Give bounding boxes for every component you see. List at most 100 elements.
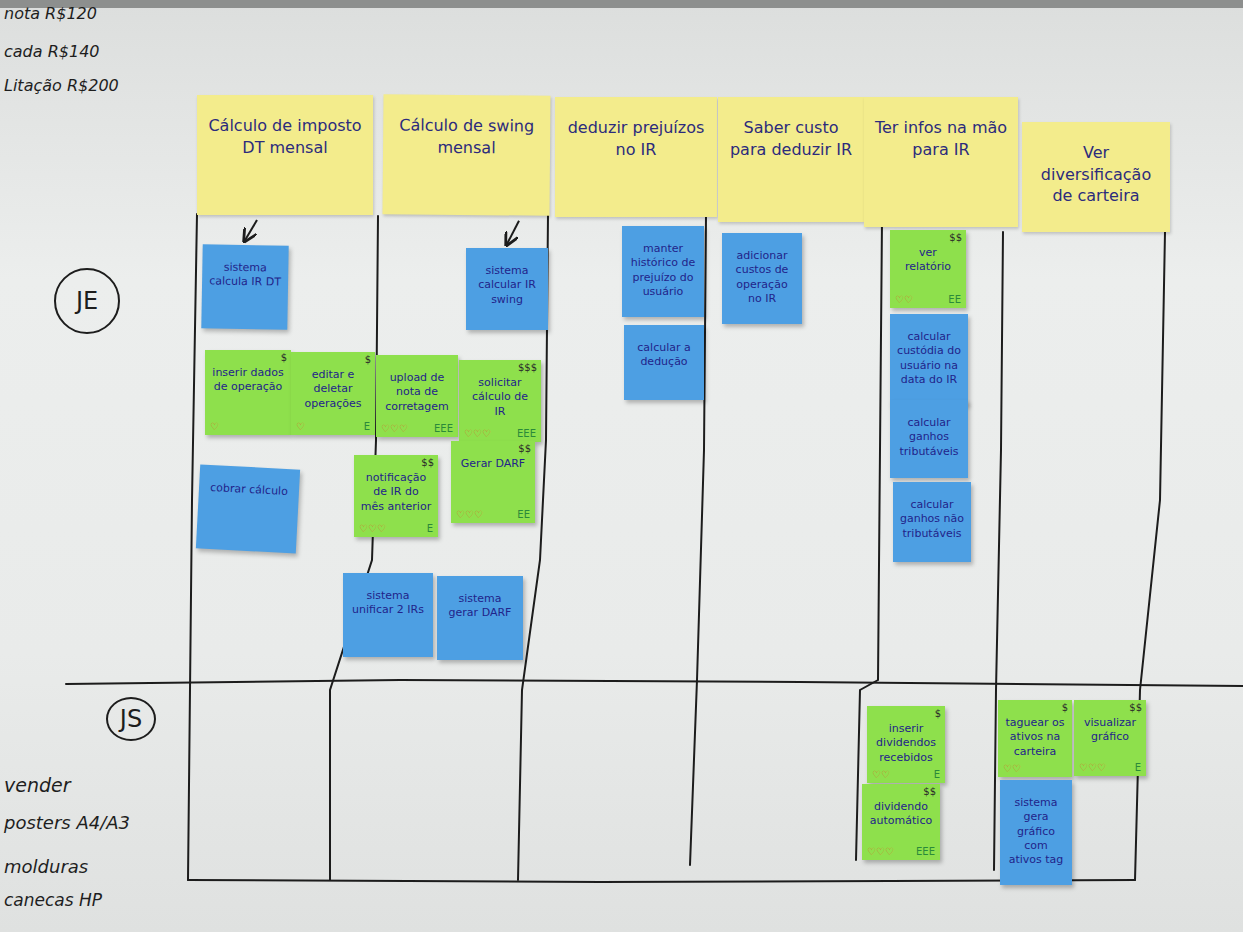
user-story-note: dividendo automático $$ ♡♡♡ EEE bbox=[862, 784, 940, 860]
user-story-note: ver relatório $$ ♡♡ EE bbox=[890, 230, 966, 308]
value-mark: $ bbox=[281, 353, 287, 363]
note-text: dividendo automático bbox=[868, 800, 934, 829]
system-note: manter histórico de prejuízo do usuário bbox=[622, 226, 704, 317]
heart-mark: ♡ bbox=[296, 422, 305, 432]
effort-mark: EEE bbox=[434, 424, 453, 434]
note-label: vender bbox=[4, 774, 71, 796]
value-mark: $$ bbox=[518, 444, 531, 454]
note-text: cobrar cálculo bbox=[205, 481, 294, 500]
note-text: sistema calcula IR DT bbox=[208, 260, 282, 290]
note-text: calcular ganhos tributáveis bbox=[896, 416, 962, 459]
user-story-note: editar e deletar operações $ ♡ E bbox=[291, 352, 375, 435]
system-note: calcular a dedução bbox=[624, 325, 704, 400]
system-note: sistema calcula IR DT bbox=[201, 244, 288, 329]
heart-mark: ♡♡♡ bbox=[867, 847, 894, 857]
note-text: upload de nota de corretagem bbox=[382, 371, 452, 414]
heart-mark: ♡♡♡ bbox=[464, 429, 491, 439]
note-label: Litação R$200 bbox=[4, 76, 119, 95]
header-text: Ter infos na mão para IR bbox=[874, 117, 1008, 160]
persona-label: JE bbox=[76, 287, 98, 315]
lane-line bbox=[1135, 232, 1165, 880]
heart-mark: ♡♡ bbox=[895, 295, 913, 305]
effort-mark: EE bbox=[948, 295, 961, 305]
user-story-note: visualizar gráfico $$ ♡♡♡ E bbox=[1074, 700, 1146, 776]
header-text: deduzir prejuízos no IR bbox=[565, 117, 707, 160]
epic-header: deduzir prejuízos no IR bbox=[555, 97, 717, 217]
epic-header: Ter infos na mão para IR bbox=[864, 97, 1018, 227]
arrow-connector bbox=[245, 220, 257, 240]
user-story-note: Gerar DARF$$♡♡♡EE bbox=[451, 441, 535, 523]
epic-header: Saber custo para deduzir IR bbox=[718, 97, 864, 222]
system-note: adicionar custos de operação no IR bbox=[722, 233, 802, 324]
note-text: sistema gerar DARF bbox=[443, 592, 517, 621]
heart-mark: ♡♡ bbox=[1003, 764, 1021, 774]
arrow-connector bbox=[507, 221, 519, 244]
heart-mark: ♡♡♡ bbox=[359, 524, 386, 534]
user-story-note: notificação de IR do mês anterior $$ ♡♡♡ E bbox=[354, 455, 438, 537]
note-text: calcular a dedução bbox=[630, 341, 698, 370]
note-text: sistema unificar 2 IRs bbox=[349, 589, 427, 618]
epic-header: Cálculo de imposto DT mensal bbox=[197, 95, 373, 215]
note-label: molduras bbox=[4, 856, 88, 877]
board-frame bbox=[0, 0, 1243, 8]
user-story-note: taguear os ativos na carteira$♡♡ bbox=[998, 700, 1072, 777]
note-text: adicionar custos de operação no IR bbox=[728, 249, 796, 306]
effort-mark: E bbox=[427, 524, 433, 534]
note-text: editar e deletar operações bbox=[297, 368, 369, 411]
value-mark: $$ bbox=[1129, 703, 1142, 713]
note-text: calcular ganhos não tributáveis bbox=[899, 498, 965, 541]
note-text: manter histórico de prejuízo do usuário bbox=[628, 242, 698, 299]
note-label: canecas HP bbox=[4, 890, 102, 910]
note-text: calcular custódia do usuário na data do … bbox=[896, 330, 962, 387]
user-story-note: inserir dividendos recebidos $ ♡♡ E bbox=[867, 706, 945, 783]
note-text: Gerar DARF bbox=[457, 457, 529, 471]
note-text: notificação de IR do mês anterior bbox=[360, 471, 432, 514]
effort-mark: EEE bbox=[916, 847, 935, 857]
lane-bottom bbox=[188, 880, 1135, 882]
lane-line bbox=[330, 216, 378, 880]
heart-mark: ♡♡♡ bbox=[456, 510, 483, 520]
note-text: inserir dados de operação bbox=[211, 366, 285, 395]
system-note: sistema gerar DARF bbox=[437, 576, 523, 660]
effort-mark: EEE bbox=[517, 429, 536, 439]
header-text: Ver diversificação de carteira bbox=[1032, 142, 1160, 207]
note-text: visualizar gráfico bbox=[1080, 716, 1140, 745]
system-note: calcular ganhos não tributáveis bbox=[893, 482, 971, 562]
note-text: solicitar cálculo de IR bbox=[465, 376, 535, 419]
lane-divider bbox=[66, 680, 1243, 686]
epic-header: Ver diversificação de carteira bbox=[1022, 122, 1170, 232]
system-note: sistema gera gráfico com ativos tag bbox=[1000, 780, 1072, 885]
persona-circle: JE bbox=[54, 268, 120, 334]
system-note: sistema unificar 2 IRs bbox=[343, 573, 433, 657]
value-mark: $$ bbox=[923, 787, 936, 797]
user-story-note: upload de nota de corretagem ♡♡♡ EEE bbox=[376, 355, 458, 437]
value-mark: $$ bbox=[421, 458, 434, 468]
persona-label: JS bbox=[120, 705, 142, 733]
note-text: sistema calcular IR swing bbox=[472, 264, 542, 307]
user-story-note: solicitar cálculo de IR $$$ ♡♡♡ EEE bbox=[459, 360, 541, 442]
value-mark: $$ bbox=[949, 233, 962, 243]
heart-mark: ♡♡ bbox=[872, 770, 890, 780]
effort-mark: E bbox=[1135, 763, 1141, 773]
heart-mark: ♡♡♡ bbox=[381, 424, 408, 434]
effort-mark: E bbox=[934, 770, 940, 780]
value-mark: $$$ bbox=[518, 363, 537, 373]
value-mark: $ bbox=[1062, 703, 1068, 713]
effort-mark: E bbox=[364, 422, 370, 432]
system-note: calcular custódia do usuário na data do … bbox=[890, 314, 968, 405]
system-note: calcular ganhos tributáveis bbox=[890, 400, 968, 478]
value-mark: $ bbox=[935, 709, 941, 719]
header-text: Cálculo de swing mensal bbox=[393, 114, 540, 158]
note-text: inserir dividendos recebidos bbox=[873, 722, 939, 765]
note-label: nota R$120 bbox=[4, 4, 97, 23]
note-text: ver relatório bbox=[896, 246, 960, 275]
persona-circle: JS bbox=[106, 697, 156, 741]
header-text: Cálculo de imposto DT mensal bbox=[207, 115, 363, 158]
heart-mark: ♡ bbox=[210, 422, 219, 432]
user-story-note: inserir dados de operação $ ♡ bbox=[205, 350, 291, 435]
note-text: sistema gera gráfico com ativos tag bbox=[1006, 796, 1066, 867]
note-label: posters A4/A3 bbox=[4, 812, 130, 833]
value-mark: $ bbox=[365, 355, 371, 365]
heart-mark: ♡♡♡ bbox=[1079, 763, 1106, 773]
